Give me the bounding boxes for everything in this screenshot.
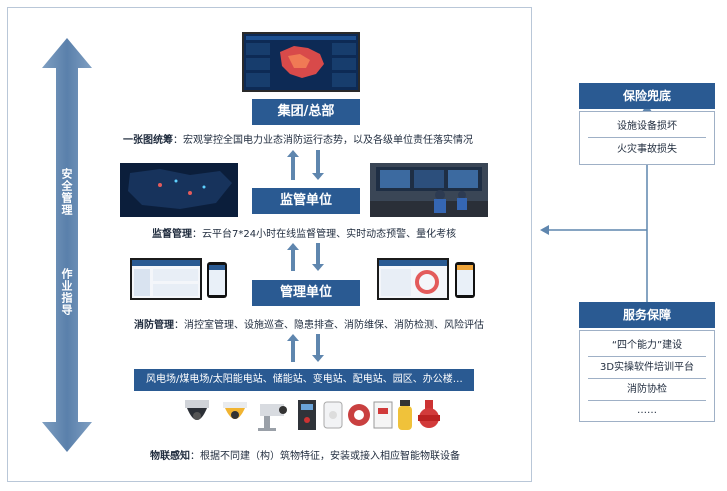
iot-caption-bold: 物联感知 <box>150 451 190 462</box>
control-room-photo <box>370 163 488 217</box>
phone-left <box>207 262 227 298</box>
management-monitor-right <box>377 258 449 300</box>
level-group-title: 集团/总部 <box>277 104 335 119</box>
axis-label-bottom: 作业指导 <box>60 268 73 316</box>
divider <box>588 356 706 357</box>
divider <box>588 378 706 379</box>
sites-bar: 风电场/煤电场/太阳能电站、储能站、变电站、配电站、园区、办公楼… <box>134 369 474 391</box>
service-box: “四个能力”建设 3D实操软件培训平台 消防协检 …… <box>579 330 715 422</box>
iot-caption-text: ：根据不同建（构）筑物特征，安装或接入相应智能物联设备 <box>190 451 460 462</box>
insurance-item: 设施设备损坏 <box>617 121 677 132</box>
insurance-box: 设施设备损坏 火灾事故损失 <box>579 111 715 165</box>
ptz-camera-icon <box>258 404 287 431</box>
down-arrow-icon <box>312 334 324 362</box>
up-arrow-icon <box>287 150 299 180</box>
management-monitor-left <box>130 258 202 300</box>
service-item: 消防协检 <box>627 384 667 395</box>
service-title: 服务保障 <box>579 302 715 328</box>
level-management-title: 管理单位 <box>279 285 332 300</box>
level-group-box: 集团/总部 <box>252 99 360 125</box>
level-supervision-box: 监管单位 <box>252 188 360 214</box>
supervision-caption-text: ：云平台7*24小时在线监督管理、实时动态预警、量化考核 <box>192 229 457 240</box>
down-arrow-icon <box>312 150 324 180</box>
down-arrow-icon <box>312 243 324 271</box>
up-arrow-icon <box>287 243 299 271</box>
overview-caption-bold: 一张图统筹 <box>123 135 173 146</box>
insurance-title-text: 保险兜底 <box>622 89 671 103</box>
overview-caption: 一张图统筹：宏观掌控全国电力业态消防运行态势，以及各级单位责任落实情况 <box>123 131 473 146</box>
dome-camera-white-icon <box>223 402 247 419</box>
overview-caption-text: ：宏观掌控全国电力业态消防运行态势，以及各级单位责任落实情况 <box>173 135 473 146</box>
level-management-box: 管理单位 <box>252 280 360 306</box>
current-transformer-icon <box>348 404 370 426</box>
divider <box>588 400 706 401</box>
insurance-title: 保险兜底 <box>579 83 715 109</box>
map-monitor-photo <box>120 163 238 217</box>
dashboard-screen <box>242 32 360 92</box>
fire-extinguisher-icon <box>398 400 412 430</box>
axis-label-top: 安全管理 <box>60 168 73 216</box>
water-valve-icon <box>418 400 440 428</box>
service-item: “四个能力”建设 <box>611 340 683 351</box>
up-arrow-icon <box>287 334 299 362</box>
phone-right <box>455 262 475 298</box>
breaker-module-icon <box>373 401 393 429</box>
level-supervision-title: 监管单位 <box>279 193 332 208</box>
supervision-caption-bold: 监督管理 <box>152 229 192 240</box>
double-arrow <box>42 38 92 452</box>
fire-caption-bold: 消防管理 <box>134 320 174 331</box>
service-item: 3D实操软件培训平台 <box>599 362 695 373</box>
divider <box>588 137 706 138</box>
china-map-icon <box>244 34 358 90</box>
control-box-icon <box>298 400 316 430</box>
fire-caption-text: ：消控室管理、设施巡查、隐患排查、消防维保、消防检测、风险评估 <box>174 320 484 331</box>
dome-camera-icon <box>185 400 209 420</box>
smoke-detector-icon <box>323 401 343 429</box>
insurance-item: 火灾事故损失 <box>617 144 677 155</box>
fire-caption: 消防管理：消控室管理、设施巡查、隐患排查、消防维保、消防检测、风险评估 <box>134 316 484 331</box>
service-title-text: 服务保障 <box>622 308 671 322</box>
supervision-caption: 监督管理：云平台7*24小时在线监督管理、实时动态预警、量化考核 <box>152 225 456 240</box>
service-item: …… <box>637 405 657 416</box>
iot-caption: 物联感知：根据不同建（构）筑物特征，安装或接入相应智能物联设备 <box>150 447 460 462</box>
